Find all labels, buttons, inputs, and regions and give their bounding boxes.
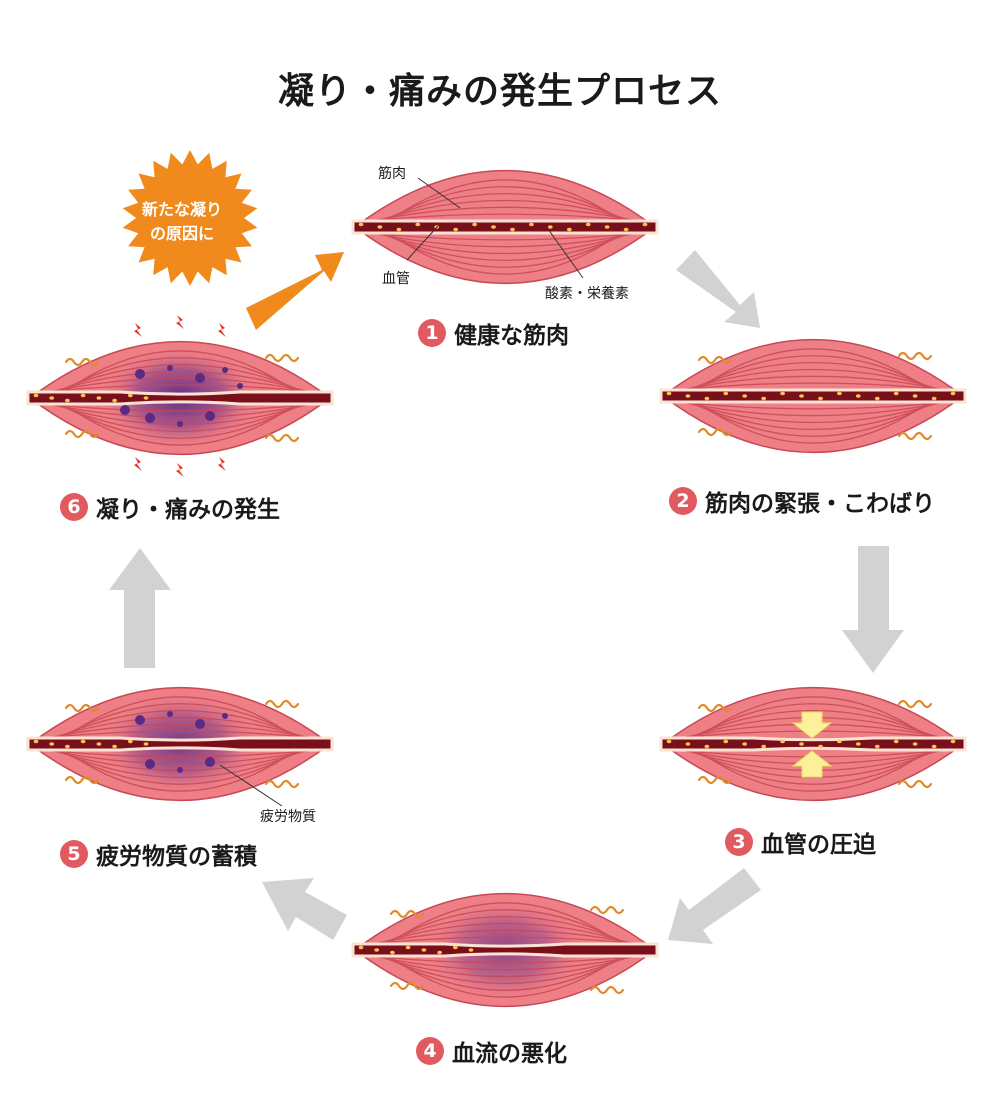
step-2: 2 筋肉の緊張・こわばり xyxy=(669,484,935,518)
nutrient-particles xyxy=(33,739,149,749)
pain-marks xyxy=(134,315,226,477)
blood-vessel xyxy=(659,736,967,752)
arrow-1-to-2-icon xyxy=(676,250,760,328)
blood-vessel xyxy=(351,219,659,235)
step-badge: 6 xyxy=(60,493,88,521)
page-title: 凝り・痛みの発生プロセス xyxy=(277,71,722,112)
nutrient-particles xyxy=(666,739,956,749)
fatigue-particles xyxy=(135,711,228,773)
muscle-fibers xyxy=(676,348,950,444)
step-4: 4 血流の悪化 xyxy=(416,1034,567,1068)
arrow-2-to-3-icon xyxy=(842,546,904,673)
muscle-2-tense xyxy=(659,339,967,453)
step-label: 血流の悪化 xyxy=(452,1041,567,1067)
burst-shape xyxy=(122,150,258,286)
nutrient-particles xyxy=(358,222,648,232)
step-badge: 3 xyxy=(725,828,753,856)
muscle-4-poor-flow xyxy=(351,893,659,1007)
step-badge: 5 xyxy=(60,840,88,868)
blood-vessel xyxy=(26,736,334,752)
orange-arrow-icon xyxy=(246,252,344,330)
step-label: 血管の圧迫 xyxy=(761,832,876,858)
fatigue-leader-line xyxy=(219,764,283,807)
step-badge: 2 xyxy=(669,487,697,515)
burst-line-1: 新たな凝り xyxy=(141,200,222,219)
compress-down-arrow-icon xyxy=(791,711,833,739)
blood-vessel xyxy=(26,390,334,406)
burst-line-2: の原因に xyxy=(149,224,214,243)
step-label: 疲労物質の蓄積 xyxy=(96,844,257,870)
vessel-leader-line xyxy=(406,225,439,261)
nutrients-label: 酸素・栄養素 xyxy=(545,286,629,302)
step-3: 3 血管の圧迫 xyxy=(725,825,876,859)
muscle-fibers xyxy=(43,350,317,446)
muscle-leader-line xyxy=(417,177,461,209)
step-6: 6 凝り・痛みの発生 xyxy=(60,490,280,524)
blood-vessel xyxy=(659,388,967,404)
blood-vessel xyxy=(351,942,659,958)
nutrient-particles xyxy=(33,393,149,403)
fatigue-particles xyxy=(120,365,243,427)
step-label: 筋肉の緊張・こわばり xyxy=(705,491,935,517)
arrow-4-to-5-icon xyxy=(262,878,347,940)
nutrient-particles xyxy=(666,391,956,401)
vessel-label: 血管 xyxy=(382,271,410,287)
arrow-3-to-4-icon xyxy=(668,868,761,944)
step-badge: 4 xyxy=(416,1037,444,1065)
arrow-5-to-6-icon xyxy=(109,548,171,668)
muscle-5-fatigue xyxy=(26,687,334,801)
muscle-6-pain xyxy=(26,315,334,477)
nutrient-particles xyxy=(358,945,474,955)
step-label: 凝り・痛みの発生 xyxy=(96,497,280,523)
step-label: 健康な筋肉 xyxy=(454,323,569,349)
step-badge: 1 xyxy=(418,319,446,347)
step-1: 1 健康な筋肉 xyxy=(418,316,569,350)
step-5: 5 疲労物質の蓄積 xyxy=(60,837,257,871)
muscle-fibers xyxy=(368,902,642,998)
burst-label: 新たな凝り の原因に xyxy=(120,198,244,246)
muscle-fibers xyxy=(368,179,642,275)
nutrients-leader-line xyxy=(547,228,584,279)
muscle-1-healthy xyxy=(351,170,659,284)
muscle-label: 筋肉 xyxy=(378,166,406,182)
muscle-3-compressed xyxy=(659,687,967,801)
compress-up-arrow-icon xyxy=(791,750,833,778)
fatigue-label: 疲労物質 xyxy=(260,809,316,825)
